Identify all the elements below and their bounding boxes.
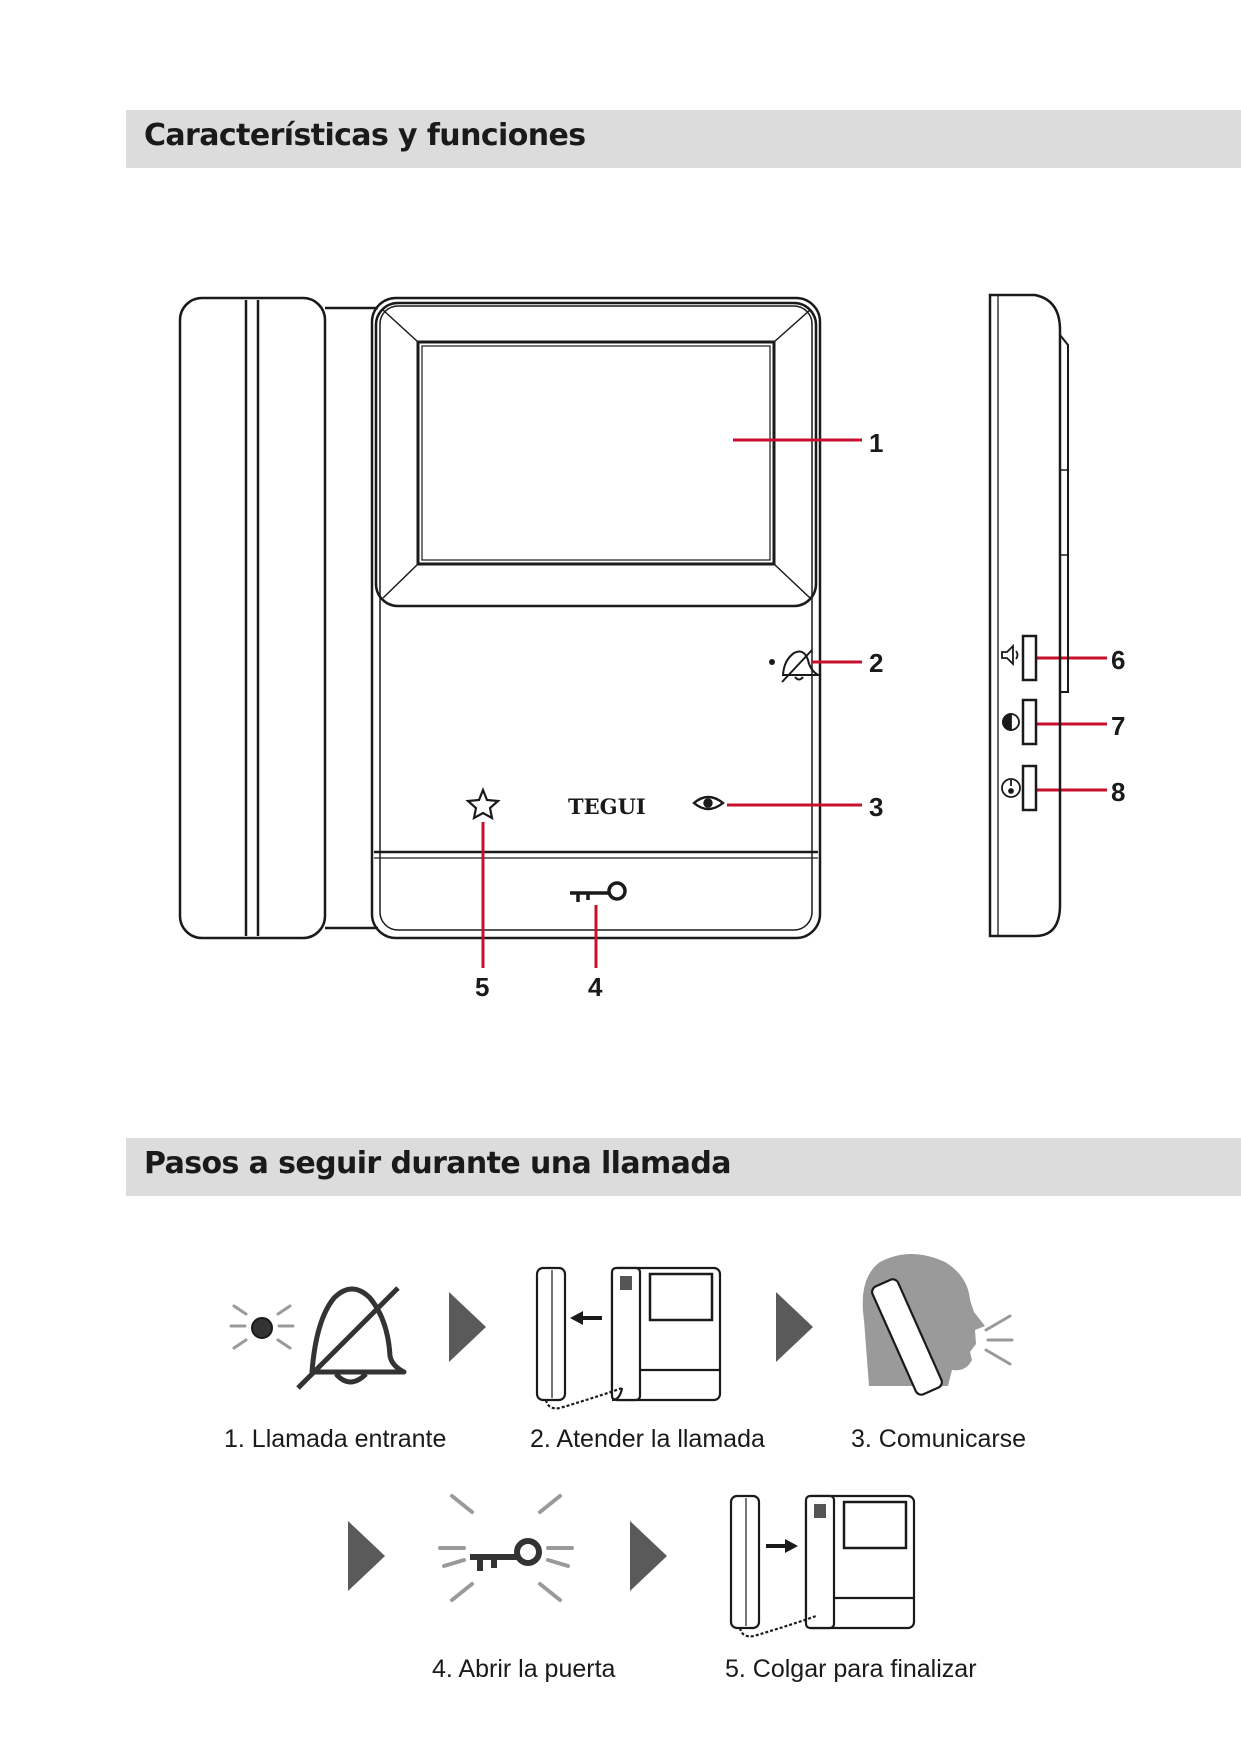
step-1-caption: 1. Llamada entrante [224, 1425, 446, 1453]
callout-1: 1 [869, 428, 883, 458]
callout-3: 3 [869, 792, 883, 822]
hang-up-arrow-icon [766, 1539, 798, 1553]
step-4-illustration [438, 1494, 574, 1602]
step-5-illustration [729, 1494, 916, 1638]
step-5-caption: 5. Colgar para finalizar [725, 1655, 977, 1683]
callout-8: 8 [1111, 777, 1125, 807]
bell-muted-icon [769, 649, 822, 683]
brightness-icon [1001, 778, 1021, 798]
eye-icon [692, 795, 725, 811]
speaker-volume-icon [1001, 643, 1019, 667]
step-4-caption: 4. Abrir la puerta [432, 1655, 616, 1683]
screen-bezel [374, 301, 818, 608]
contrast-button [1021, 698, 1038, 746]
handset [178, 296, 327, 940]
callout-4: 4 [588, 972, 603, 1002]
bell-muted-icon [296, 1286, 407, 1390]
lift-arrow-icon [570, 1311, 602, 1325]
monitor-body [370, 296, 822, 940]
callout-lines [481, 438, 1107, 968]
step-2-caption: 2. Atender la llamada [530, 1425, 765, 1453]
step-1-illustration [229, 1286, 407, 1390]
step-arrow [348, 1521, 385, 1591]
screen [416, 340, 776, 566]
brand-logo: TEGUI [568, 794, 646, 819]
step-arrow [630, 1521, 667, 1591]
device-side-view [988, 293, 1069, 938]
star-icon [465, 787, 501, 821]
key-icon [570, 881, 627, 902]
device-front-view [178, 296, 822, 940]
step-3-illustration [862, 1254, 1014, 1396]
step-arrow [776, 1292, 813, 1362]
brightness-button [1021, 764, 1038, 812]
lift-handset-icon [535, 1266, 567, 1402]
volume-button [1021, 634, 1038, 682]
door-key-icon [470, 1538, 542, 1571]
callout-6: 6 [1111, 645, 1125, 675]
step-2-illustration [535, 1266, 722, 1410]
contrast-icon [1002, 713, 1020, 731]
callout-2: 2 [869, 648, 883, 678]
features-title: Características y funciones [144, 118, 586, 153]
step-arrow [449, 1292, 486, 1362]
step-3-caption: 3. Comunicarse [851, 1425, 1026, 1453]
hang-up-handset-icon [729, 1494, 761, 1630]
steps-title: Pasos a seguir durante una llamada [144, 1146, 731, 1181]
callout-5: 5 [475, 972, 489, 1002]
features-header: Características y funciones [126, 110, 1241, 168]
steps-header: Pasos a seguir durante una llamada [126, 1138, 1241, 1196]
callout-7: 7 [1111, 711, 1125, 741]
